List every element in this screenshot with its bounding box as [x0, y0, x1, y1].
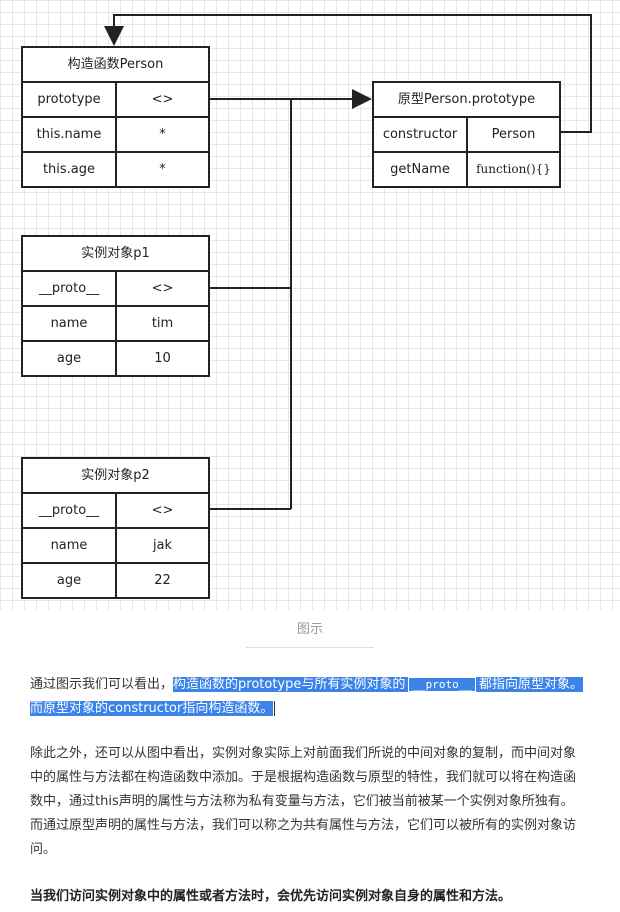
constructor-person-table: 构造函数Person prototype <> this.name * this… — [21, 46, 210, 188]
connector-lines — [104, 14, 592, 510]
row-key: name — [23, 307, 117, 340]
row-value: function(){} — [476, 162, 551, 176]
row-value: 22 — [154, 573, 171, 588]
table-row: age 22 — [23, 564, 208, 597]
prototype-diagram: 构造函数Person prototype <> this.name * this… — [0, 0, 620, 610]
person-prototype-table: 原型Person.prototype constructor Person ge… — [372, 81, 561, 188]
row-value: tim — [151, 316, 174, 331]
row-key: age — [23, 342, 117, 375]
row-key: this.name — [23, 118, 117, 151]
figure-caption: 图示 — [296, 622, 323, 637]
proto-code[interactable]: __proto__ — [408, 677, 476, 692]
table-title: 实例对象p2 — [23, 459, 208, 494]
summary-plain-text[interactable]: 通过图示我们可以看出， — [30, 677, 174, 692]
row-key: age — [23, 564, 117, 597]
table-title: 构造函数Person — [23, 48, 208, 83]
instance-p1-table: 实例对象p1 __proto__ <> name tim age 10 — [21, 235, 210, 377]
table-row: __proto__ <> — [23, 494, 208, 529]
table-title: 原型Person.prototype — [374, 83, 559, 118]
paragraph-explanation: 除此之外，还可以从图中看出，实例对象实际上对前面我们所说的中间对象的复制，而中间… — [30, 746, 577, 857]
selected-text-part[interactable]: 构造函数的prototype与所有实例对象的 — [173, 677, 406, 692]
row-value: Person — [491, 127, 536, 142]
table-row: constructor Person — [374, 118, 559, 153]
table-row: this.age * — [23, 153, 208, 186]
table-row: name jak — [23, 529, 208, 564]
table-row: prototype <> — [23, 83, 208, 118]
table-row: name tim — [23, 307, 208, 342]
row-value: <> — [151, 281, 174, 296]
row-key: __proto__ — [23, 494, 117, 527]
instance-p2-table: 实例对象p2 __proto__ <> name jak age 22 — [21, 457, 210, 599]
text-cursor — [274, 701, 276, 716]
row-value: <> — [151, 92, 174, 107]
row-value: * — [159, 127, 166, 142]
selected-text-part[interactable]: 都指向原型对象。而原型对象的constructor指向构造函数。 — [30, 677, 583, 716]
caption-divider — [246, 647, 374, 648]
constructor-arrow — [104, 14, 592, 133]
table-row: age 10 — [23, 342, 208, 375]
table-row: __proto__ <> — [23, 272, 208, 307]
row-value: jak — [152, 538, 173, 553]
row-value: <> — [151, 503, 174, 518]
row-key: this.age — [23, 153, 117, 186]
row-key: constructor — [374, 118, 468, 151]
table-title: 实例对象p1 — [23, 237, 208, 272]
row-value: * — [159, 162, 166, 177]
table-row: this.name * — [23, 118, 208, 153]
row-value: 10 — [154, 351, 171, 366]
row-key: __proto__ — [23, 272, 117, 305]
table-row: getName function(){} — [374, 153, 559, 186]
row-key: getName — [374, 153, 468, 186]
row-key: name — [23, 529, 117, 562]
paragraph-bold-note: 当我们访问实例对象中的属性或者方法时，会优先访问实例对象自身的属性和方法。 — [30, 889, 512, 904]
paragraph-summary[interactable]: 通过图示我们可以看出，构造函数的prototype与所有实例对象的__proto… — [30, 673, 586, 721]
row-key: prototype — [23, 83, 117, 116]
